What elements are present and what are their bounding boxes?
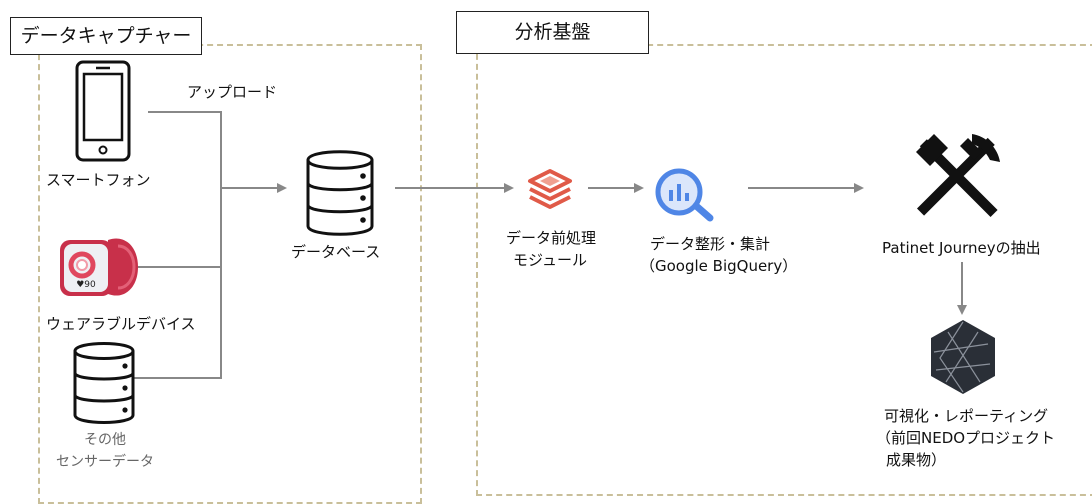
preprocess-icon <box>524 168 576 210</box>
other-sensor-database-icon <box>72 337 136 429</box>
capture-section-title: データキャプチャー <box>10 17 202 55</box>
watch-reading: ♥90 <box>76 280 96 290</box>
line-smartphone <box>131 111 222 379</box>
hammer-pick-icon <box>912 130 1004 222</box>
viz-label-1: 可視化・レポーティング <box>884 407 1049 425</box>
aggregate-label-1: データ整形・集計 <box>650 235 771 253</box>
viz-label-2: （前回NEDOプロジェクト <box>876 429 1056 447</box>
analysis-section-title: 分析基盤 <box>456 11 649 54</box>
bigquery-icon <box>652 166 718 224</box>
smartphone-icon <box>74 60 132 162</box>
smartwatch-icon: ♥90 <box>56 232 140 302</box>
viz-label-3: 成果物） <box>886 451 947 469</box>
upload-label: アップロード <box>187 83 278 101</box>
database-label: データベース <box>291 243 381 261</box>
aggregate-label-2: （Google BigQuery） <box>640 257 798 275</box>
smartphone-label: スマートフォン <box>46 171 151 189</box>
other-sensor-label-2: センサーデータ <box>56 454 154 470</box>
wearable-label: ウェアラブルデバイス <box>46 315 196 333</box>
database-icon <box>305 146 375 240</box>
analysis-region <box>476 44 1092 496</box>
journey-label: Patinet Journeyの抽出 <box>882 239 1041 257</box>
preprocess-label-2: モジュール <box>513 251 587 269</box>
other-sensor-label-1: その他 <box>84 432 126 448</box>
preprocess-label-1: データ前処理 <box>506 229 597 247</box>
hexagon-logo-icon <box>928 318 998 396</box>
